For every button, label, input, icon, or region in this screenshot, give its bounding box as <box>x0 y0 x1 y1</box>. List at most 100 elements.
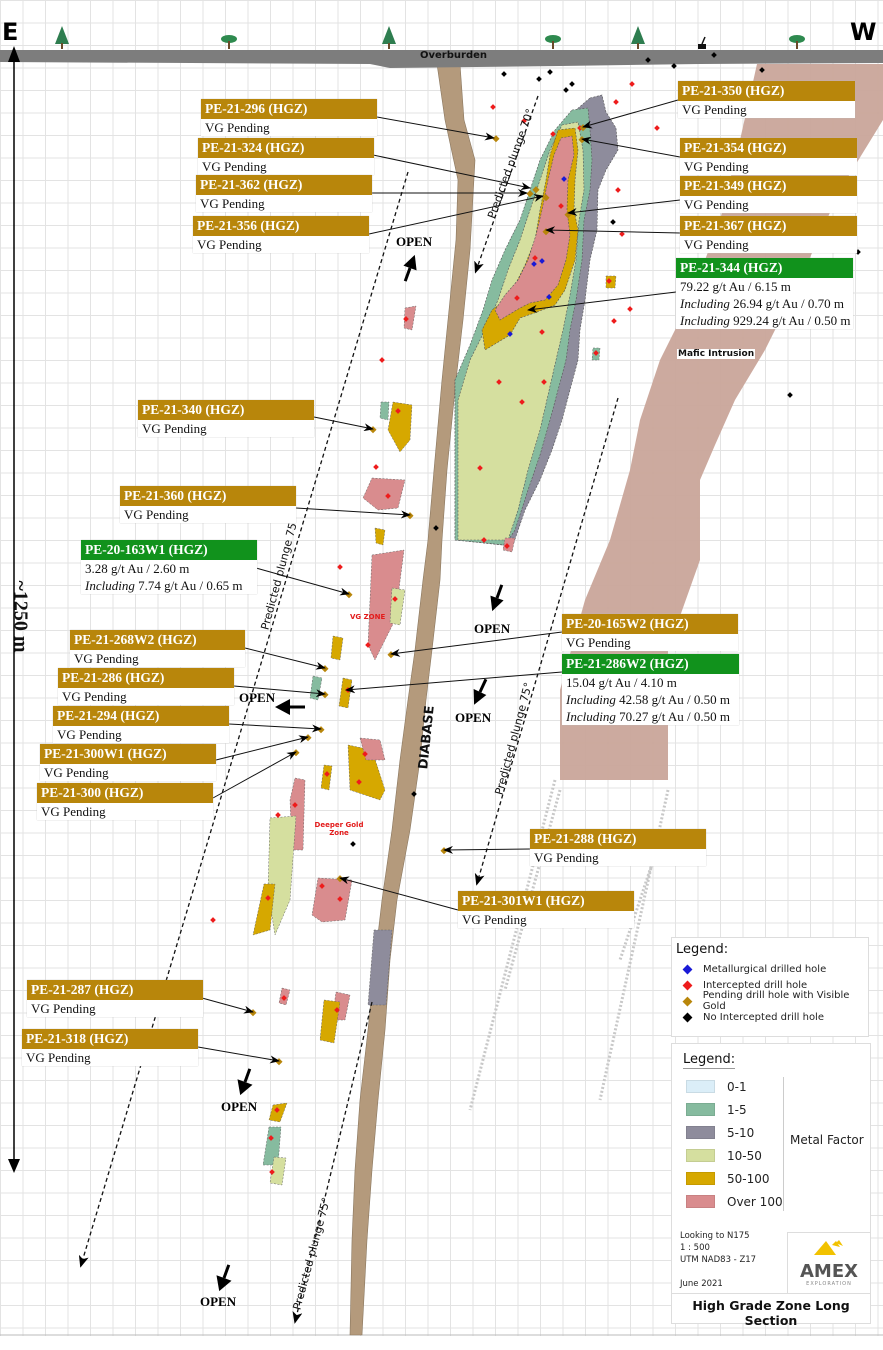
view-direction: Looking to N175 <box>680 1231 750 1241</box>
callout-status: VG Pending <box>41 804 106 819</box>
callout-status: VG Pending <box>31 1001 96 1016</box>
west-label: W <box>850 18 877 46</box>
scale-length-label: ~1250 m <box>9 580 32 653</box>
callout-pe-21-344[interactable]: PE-21-344 (HGZ) 79.22 g/t Au / 6.15 m In… <box>676 258 853 329</box>
callout-pe-20-165w2[interactable]: PE-20-165W2 (HGZ) VG Pending <box>562 614 738 651</box>
callout-status: VG Pending <box>57 727 122 742</box>
callout-status: VG Pending <box>202 159 267 174</box>
callout-pe-21-340[interactable]: PE-21-340 (HGZ) VG Pending <box>138 400 314 437</box>
callout-pe-21-300w1[interactable]: PE-21-300W1 (HGZ) VG Pending <box>40 744 216 781</box>
callout-title: PE-21-324 (HGZ) <box>198 138 374 158</box>
red-diamond-icon <box>682 980 693 990</box>
callout-title: PE-21-354 (HGZ) <box>680 138 857 158</box>
callout-pe-21-362[interactable]: PE-21-362 (HGZ) VG Pending <box>196 175 372 212</box>
drill-hole-legend: Legend: Metallurgical drilled hole Inter… <box>671 937 869 1037</box>
metal-factor-label: Metal Factor <box>790 1133 864 1147</box>
drill-hole-markers <box>210 52 861 1175</box>
callout-status: VG Pending <box>124 507 189 522</box>
overburden-band <box>0 50 883 68</box>
callout-pe-21-296[interactable]: PE-21-296 (HGZ) VG Pending <box>201 99 377 136</box>
callout-status: VG Pending <box>142 421 207 436</box>
swatch-1-5 <box>686 1103 715 1116</box>
map-scale: 1 : 500 <box>680 1243 710 1253</box>
callout-pe-21-349[interactable]: PE-21-349 (HGZ) VG Pending <box>680 176 857 213</box>
callout-result: 3.28 g/t Au / 2.60 m <box>85 561 190 576</box>
open-label: OPEN <box>200 1294 237 1309</box>
callout-pe-21-301w1[interactable]: PE-21-301W1 (HGZ) VG Pending <box>458 891 634 928</box>
swatch-5-10 <box>686 1126 715 1139</box>
logo-subtext: EXPLORATION <box>806 1281 852 1287</box>
callout-result: 79.22 g/t Au / 6.15 m <box>680 279 791 294</box>
callout-pe-21-300[interactable]: PE-21-300 (HGZ) VG Pending <box>37 783 213 820</box>
callout-title: PE-21-356 (HGZ) <box>193 216 369 236</box>
callout-pe-21-268w2[interactable]: PE-21-268W2 (HGZ) VG Pending <box>70 630 245 667</box>
legend-item-no-intercept: No Intercepted drill hole <box>676 1009 868 1025</box>
open-label: OPEN <box>396 234 433 249</box>
metal-factor-legend: Legend: 0-1 1-5 5-10 10-50 50-100 Over 1… <box>671 1043 871 1328</box>
callout-pe-21-350[interactable]: PE-21-350 (HGZ) VG Pending <box>678 81 855 118</box>
callout-including: Including 26.94 g/t Au / 0.70 m <box>680 296 844 311</box>
callout-title: PE-20-163W1 (HGZ) <box>81 540 257 560</box>
legend-divider <box>783 1077 784 1211</box>
callout-title: PE-21-287 (HGZ) <box>27 980 203 1000</box>
drill-rig-icon <box>698 36 706 49</box>
open-label: OPEN <box>455 710 492 725</box>
callout-status: VG Pending <box>684 159 749 174</box>
callout-pe-21-288[interactable]: PE-21-288 (HGZ) VG Pending <box>530 829 706 866</box>
scale-arrow <box>8 46 20 1173</box>
callout-title: PE-21-318 (HGZ) <box>22 1029 198 1049</box>
callout-title: PE-20-165W2 (HGZ) <box>562 614 738 634</box>
legend-item-pending-vg: Pending drill hole with Visible Gold <box>676 990 868 1012</box>
callout-status: VG Pending <box>534 850 599 865</box>
callout-pe-21-286[interactable]: PE-21-286 (HGZ) VG Pending <box>58 668 234 705</box>
map-info: Looking to N175 1 : 500 UTM NAD83 - Z17 … <box>680 1230 756 1290</box>
callout-status: VG Pending <box>200 196 265 211</box>
callout-status: VG Pending <box>205 120 270 135</box>
gold-diamond-icon <box>682 996 693 1006</box>
callout-title: PE-21-294 (HGZ) <box>53 706 229 726</box>
legend-item-intercepted: Intercepted drill hole <box>676 977 868 993</box>
callout-pe-21-294[interactable]: PE-21-294 (HGZ) VG Pending <box>53 706 229 743</box>
callout-result: 15.04 g/t Au / 4.10 m <box>566 675 677 690</box>
callout-status: VG Pending <box>566 635 631 650</box>
swatch-over-100 <box>686 1195 715 1208</box>
legend-title: Legend: <box>683 1052 736 1069</box>
tree-icons <box>55 26 805 49</box>
callout-status: VG Pending <box>62 689 127 704</box>
callout-including: Including 70.27 g/t Au / 0.50 m <box>566 709 730 724</box>
mafic-intrusion-label: Mafic Intrusion <box>677 349 756 359</box>
callout-title: PE-21-340 (HGZ) <box>138 400 314 420</box>
callout-pe-21-286w2[interactable]: PE-21-286W2 (HGZ) 15.04 g/t Au / 4.10 m … <box>562 654 739 725</box>
callout-pe-21-360[interactable]: PE-21-360 (HGZ) VG Pending <box>120 486 296 523</box>
callout-title: PE-21-349 (HGZ) <box>680 176 857 196</box>
callout-pe-21-356[interactable]: PE-21-356 (HGZ) VG Pending <box>193 216 369 253</box>
callout-pe-21-354[interactable]: PE-21-354 (HGZ) VG Pending <box>680 138 857 175</box>
callout-title: PE-21-362 (HGZ) <box>196 175 372 195</box>
callout-pe-21-287[interactable]: PE-21-287 (HGZ) VG Pending <box>27 980 203 1017</box>
black-diamond-icon <box>682 1012 693 1022</box>
legend-swatch-row: 1-5 <box>672 1098 870 1121</box>
callout-status: VG Pending <box>682 102 747 117</box>
amex-logo: AMEX EXPLORATION <box>787 1232 871 1294</box>
plunge-lines <box>78 95 619 1324</box>
callout-including: Including 42.58 g/t Au / 0.50 m <box>566 692 730 707</box>
open-label: OPEN <box>474 621 511 636</box>
callout-status: VG Pending <box>684 237 749 252</box>
legend-swatch-row: 0-1 <box>672 1075 870 1098</box>
callout-title: PE-21-286W2 (HGZ) <box>562 654 739 674</box>
callout-title: PE-21-301W1 (HGZ) <box>458 891 634 911</box>
overburden-label: Overburden <box>420 50 488 61</box>
callout-status: VG Pending <box>26 1050 91 1065</box>
callout-status: VG Pending <box>44 765 109 780</box>
vg-zone-label: VG ZONE <box>350 613 386 621</box>
callout-status: VG Pending <box>74 651 139 666</box>
callout-status: VG Pending <box>462 912 527 927</box>
callout-pe-20-163w1[interactable]: PE-20-163W1 (HGZ) 3.28 g/t Au / 2.60 m I… <box>81 540 257 594</box>
callout-pe-21-318[interactable]: PE-21-318 (HGZ) VG Pending <box>22 1029 198 1066</box>
callout-pe-21-367[interactable]: PE-21-367 (HGZ) VG Pending <box>680 216 857 253</box>
swatch-10-50 <box>686 1149 715 1162</box>
open-label: OPEN <box>221 1099 258 1114</box>
callout-title: PE-21-344 (HGZ) <box>676 258 853 278</box>
callout-pe-21-324[interactable]: PE-21-324 (HGZ) VG Pending <box>198 138 374 175</box>
open-label: OPEN <box>239 690 276 705</box>
